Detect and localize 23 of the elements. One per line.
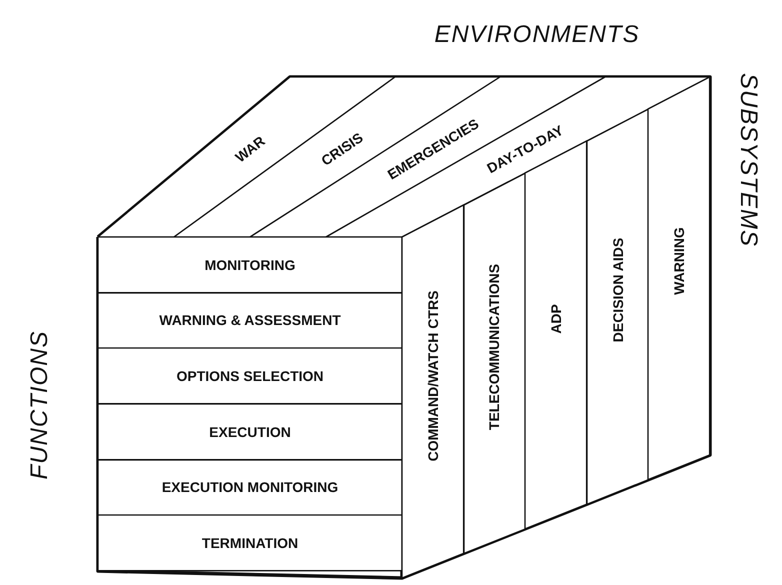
subsystem-column <box>586 109 648 504</box>
band-label: ADP <box>548 304 564 334</box>
function-row <box>98 292 402 348</box>
band-label: WARNING <box>671 228 688 296</box>
function-row <box>98 237 402 293</box>
axis-title: ENVIRONMENTS <box>434 21 640 49</box>
subsystem-column <box>648 77 710 480</box>
band-label: MONITORING <box>204 256 296 273</box>
axis-title: FUNCTIONS <box>26 330 54 480</box>
function-row <box>98 460 402 516</box>
band-label: DECISION AIDS <box>610 238 626 342</box>
axis-title: SUBSYSTEMS <box>734 72 762 248</box>
band-label: TELECOMMUNICATIONS <box>486 264 502 431</box>
band-label: EXECUTION <box>209 424 291 440</box>
function-row <box>98 404 402 460</box>
function-row <box>98 348 402 404</box>
band-label: TERMINATION <box>202 535 298 552</box>
band-label: OPTIONS SELECTION <box>176 368 324 384</box>
function-row <box>98 515 402 571</box>
band-label: WARNING & ASSESSMENT <box>159 312 341 328</box>
subsystem-column <box>402 205 464 578</box>
band-label: COMMAND/WATCH CTRS <box>424 290 441 462</box>
band-label: EXECUTION MONITORING <box>162 479 338 496</box>
